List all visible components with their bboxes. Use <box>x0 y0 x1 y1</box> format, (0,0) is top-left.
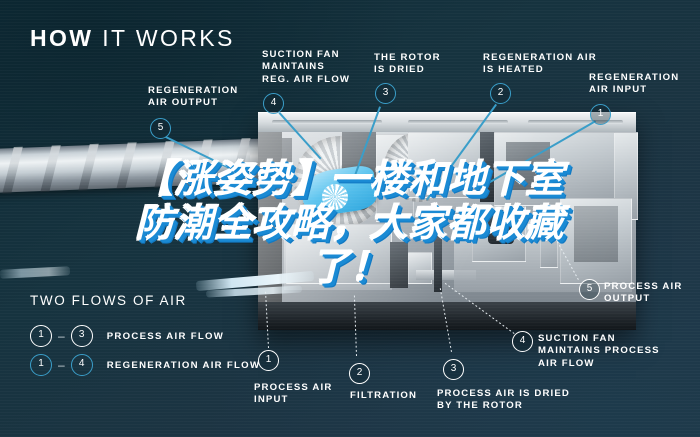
fan-blades-icon <box>322 184 348 210</box>
machine-body <box>258 132 638 302</box>
legend-label-regeneration: REGENERATION AIR FLOW <box>106 359 261 371</box>
airflow-arrow-3 <box>0 266 71 279</box>
legend-row-regeneration: 1 – 4 REGENERATION AIR FLOW <box>30 354 260 376</box>
badge-5-process[interactable]: 5 <box>579 279 600 300</box>
label-regeneration-air-input: REGENERATION AIR INPUT <box>589 72 680 96</box>
label-process-air-dried: PROCESS AIR IS DRIED BY THE ROTOR <box>437 388 570 412</box>
label-process-air-input: PROCESS AIR INPUT <box>254 382 333 406</box>
dehumidifier-machine <box>258 112 638 330</box>
badge-5-regeneration-output[interactable]: 5 <box>150 118 171 139</box>
legend-row-process: 1 – 3 PROCESS AIR FLOW <box>30 325 224 347</box>
label-process-air-output: PROCESS AIR OUTPUT <box>604 281 683 305</box>
label-suction-fan-process: SUCTION FAN MAINTAINS PROCESS AIR FLOW <box>538 333 660 369</box>
label-suction-fan-reg: SUCTION FAN MAINTAINS REG. AIR FLOW <box>262 49 351 85</box>
badge-3-process[interactable]: 3 <box>443 359 464 380</box>
legend-dash-regeneration: – <box>58 358 65 372</box>
machine-top-panel <box>258 112 636 133</box>
legend-badge-to-process: 3 <box>70 325 93 347</box>
label-regeneration-air-output: REGENERATION AIR OUTPUT <box>148 85 239 109</box>
badge-1-process[interactable]: 1 <box>258 350 279 371</box>
label-rotor-is-dried: THE ROTOR IS DRIED <box>374 52 441 76</box>
badge-1-regeneration[interactable]: 1 <box>590 104 611 125</box>
legend-badge-to-regeneration: 4 <box>70 354 93 376</box>
page-title: HOW IT WORKS <box>30 25 235 52</box>
page-title-bold: HOW <box>30 25 94 51</box>
legend-heading: TWO FLOWS OF AIR <box>30 293 187 308</box>
legend-badge-from-process: 1 <box>30 325 52 347</box>
badge-2-regeneration[interactable]: 2 <box>490 83 511 104</box>
legend-dash-process: – <box>58 329 65 343</box>
badge-3-regeneration[interactable]: 3 <box>375 83 396 104</box>
page-title-light: IT WORKS <box>102 25 235 51</box>
legend-badge-from-regeneration: 1 <box>30 354 52 376</box>
label-regeneration-air-heated: REGENERATION AIR IS HEATED <box>483 52 597 76</box>
badge-4-process[interactable]: 4 <box>512 331 533 352</box>
label-filtration: FILTRATION <box>350 390 418 401</box>
legend-label-process: PROCESS AIR FLOW <box>106 330 225 342</box>
badge-4-regeneration[interactable]: 4 <box>263 93 284 114</box>
badge-2-process[interactable]: 2 <box>349 363 370 384</box>
